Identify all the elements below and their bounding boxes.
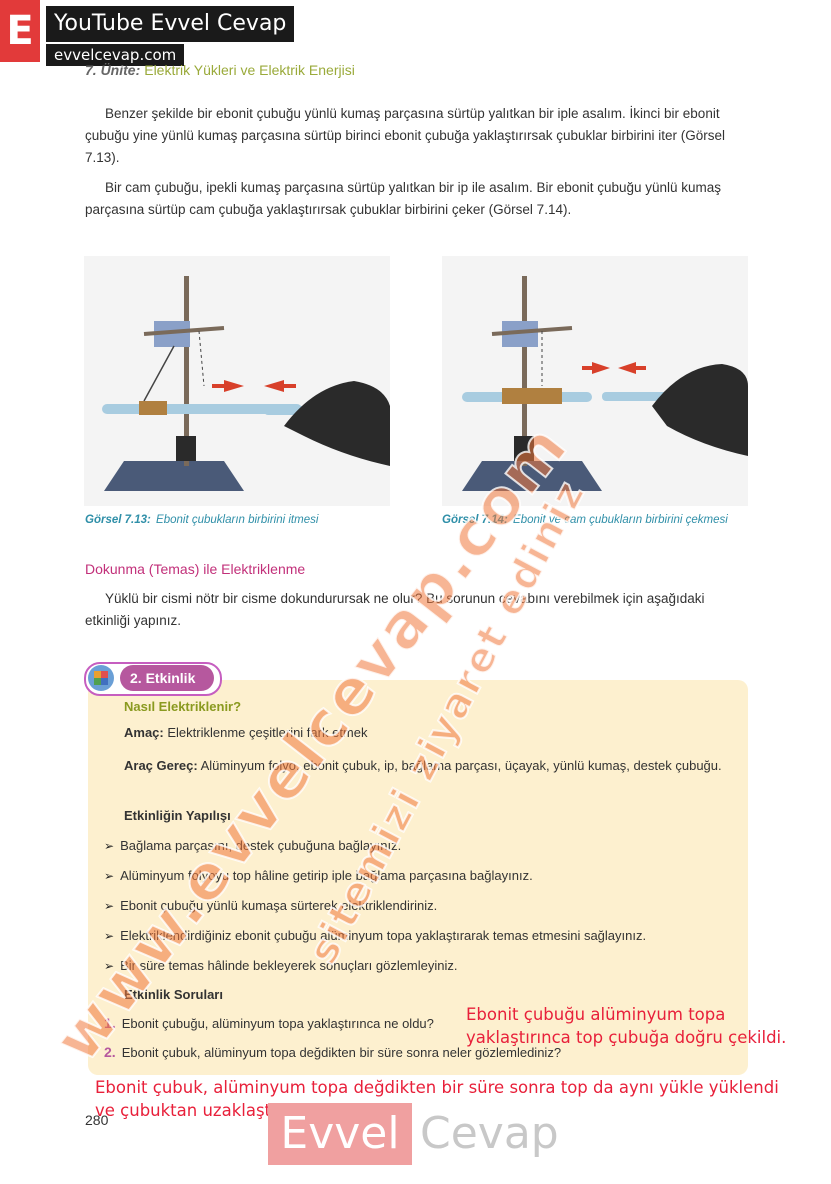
activity-icon bbox=[88, 665, 114, 691]
answer-2-line-2: ve çubuktan uzaklaştı. bbox=[95, 1101, 281, 1120]
puzzle-icon bbox=[94, 671, 108, 685]
watermark-cevap: Cevap bbox=[420, 1108, 559, 1159]
activity-step-4-text: Elektriklendirdiğiniz ebonit çubuğu alüm… bbox=[120, 928, 647, 943]
activity-step-3: ➢ Ebonit çubuğu yünlü kumaşa sürterek ele… bbox=[104, 898, 437, 913]
figure-7-14-illustration bbox=[442, 256, 748, 506]
activity-tools-text: Alüminyum folyo, ebonit çubuk, ip, bağla… bbox=[200, 758, 722, 773]
figure-7-14-caption: Görsel 7.14: Ebonit ve cam çubukların bi… bbox=[442, 514, 728, 526]
brand-title[interactable]: YouTube Evvel Cevap bbox=[46, 6, 295, 42]
activity-badge: 2. Etkinlik bbox=[120, 665, 214, 691]
activity-step-5: ➢ Bir süre temas hâlinde bekleyerek sonuç… bbox=[104, 958, 458, 973]
activity-question-1: 1. Ebonit çubuğu, alüminyum topa yaklaştı… bbox=[104, 1015, 434, 1031]
activity-goal: Amaç: Elektriklenme çeşitlerini fark etm… bbox=[124, 725, 368, 740]
arrow-bullet-icon: ➢ bbox=[104, 959, 115, 973]
activity-title: Nasıl Elektriklenir? bbox=[124, 699, 242, 714]
page-number: 280 bbox=[85, 1112, 109, 1128]
activity-steps-title: Etkinliğin Yapılışı bbox=[124, 808, 231, 823]
answer-2-line-1: Ebonit çubuk, alüminyum topa değdikten b… bbox=[95, 1078, 779, 1097]
activity-box bbox=[88, 680, 748, 1075]
unit-header: 7. Ünite:Elektrik Yükleri ve Elektrik En… bbox=[85, 62, 355, 78]
arrow-bullet-icon: ➢ bbox=[104, 869, 115, 883]
section-intro: Yüklü bir cismi nötr bir cisme dokunduru… bbox=[85, 591, 705, 628]
question-2-text: Ebonit çubuk, alüminyum topa değdikten b… bbox=[121, 1045, 562, 1060]
question-2-number: 2. bbox=[104, 1044, 116, 1060]
activity-tools-label: Araç Gereç: bbox=[124, 758, 198, 773]
activity-goal-label: Amaç: bbox=[124, 725, 164, 740]
answer-1-line-2: yaklaştırınca top çubuğa doğru çekildi. bbox=[466, 1028, 787, 1047]
brand-url[interactable]: evvelcevap.com bbox=[46, 44, 185, 66]
unit-number: 7. Ünite: bbox=[85, 62, 141, 78]
activity-step-1-text: Bağlama parçasını, destek çubuğuna bağla… bbox=[120, 838, 402, 853]
activity-step-3-text: Ebonit çubuğu yünlü kumaşa sürterek elek… bbox=[120, 898, 438, 913]
activity-step-1: ➢ Bağlama parçasını, destek çubuğuna bağl… bbox=[104, 838, 401, 853]
activity-step-2-text: Alüminyum folyoyu top hâline getirip ipl… bbox=[120, 868, 533, 883]
arrow-bullet-icon: ➢ bbox=[104, 899, 115, 913]
activity-step-4: ➢ Elektriklendirdiğiniz ebonit çubuğu alü… bbox=[104, 928, 646, 943]
activity-goal-text: Elektriklenme çeşitlerini fark etmek bbox=[167, 725, 368, 740]
figure-7-14-text: Ebonit ve cam çubukların birbirini çekme… bbox=[513, 514, 728, 526]
paragraph-2: Bir cam çubuğu, ipekli kumaş parçasına s… bbox=[85, 180, 722, 217]
section-title: Dokunma (Temas) ile Elektriklenme bbox=[85, 561, 306, 577]
figure-7-13-illustration bbox=[84, 256, 390, 506]
activity-step-5-text: Bir süre temas hâlinde bekleyerek sonuçl… bbox=[120, 958, 458, 973]
figure-7-13-caption: Görsel 7.13: Ebonit çubukların birbirini… bbox=[85, 514, 318, 526]
activity-question-2: 2. Ebonit çubuk, alüminyum topa değdikten… bbox=[104, 1044, 561, 1060]
watermark-evvel: Evvel bbox=[268, 1103, 412, 1165]
brand-logo: E bbox=[0, 0, 40, 62]
activity-tools: Araç Gereç: Alüminyum folyo, ebonit çubu… bbox=[104, 754, 728, 778]
answer-1-line-1: Ebonit çubuğu alüminyum topa bbox=[466, 1005, 726, 1024]
activity-step-2: ➢ Alüminyum folyoyu top hâline getirip ip… bbox=[104, 868, 533, 883]
unit-title: Elektrik Yükleri ve Elektrik Enerjisi bbox=[144, 62, 355, 78]
paragraph-1: Benzer şekilde bir ebonit çubuğu yünlü k… bbox=[85, 106, 726, 165]
figure-7-14 bbox=[442, 256, 748, 506]
activity-questions-title: Etkinlik Soruları bbox=[124, 987, 223, 1002]
question-1-number: 1. bbox=[104, 1015, 116, 1031]
figure-7-13 bbox=[84, 256, 390, 506]
figure-7-14-label: Görsel 7.14: bbox=[442, 514, 508, 526]
figure-7-13-text: Ebonit çubukların birbirini itmesi bbox=[156, 514, 319, 526]
arrow-bullet-icon: ➢ bbox=[104, 929, 115, 943]
arrow-bullet-icon: ➢ bbox=[104, 839, 115, 853]
figure-7-13-label: Görsel 7.13: bbox=[85, 514, 151, 526]
question-1-text: Ebonit çubuğu, alüminyum topa yaklaştırı… bbox=[121, 1016, 434, 1031]
